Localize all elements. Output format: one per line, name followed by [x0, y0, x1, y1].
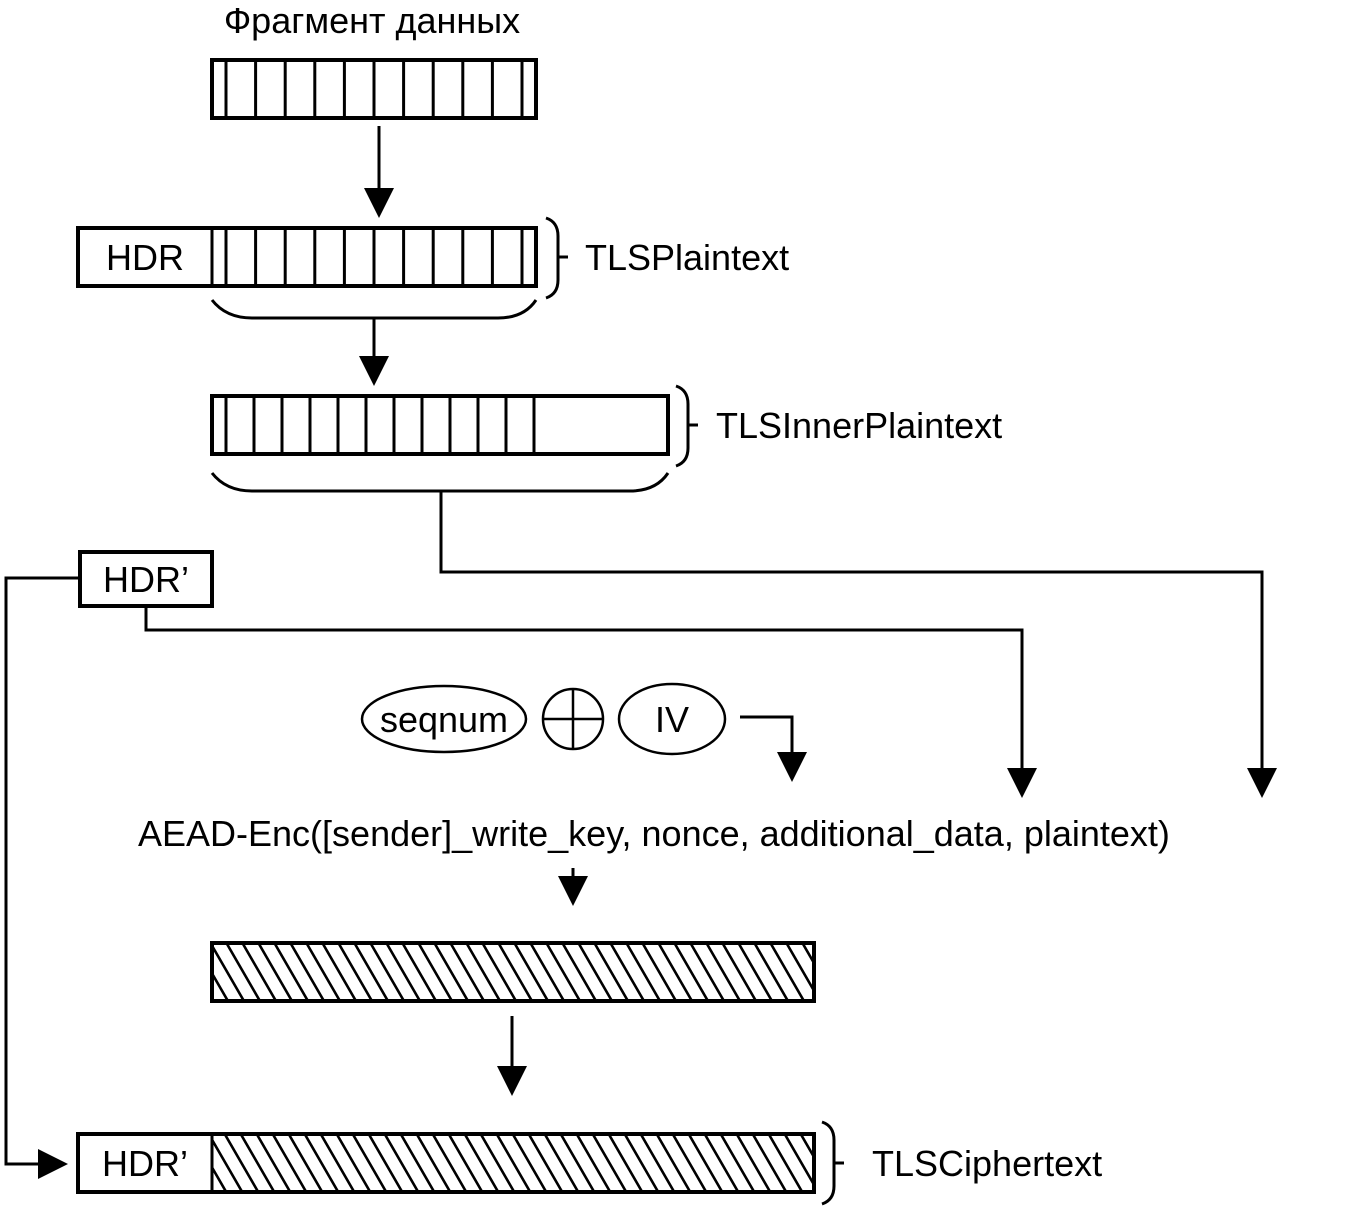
arrow-hdr-prime-to-ciphertext: [4, 576, 80, 1179]
hdr-prime-bottom-label: HDR’: [102, 1143, 188, 1184]
tls-inner-plaintext-label: TLSInnerPlaintext: [716, 405, 1002, 446]
arrow-to-nonce: [740, 715, 807, 782]
tls-plaintext-block: HDR: [76, 226, 538, 288]
xor-icon: [541, 687, 605, 751]
data-fragment-title: Фрагмент данных: [224, 0, 520, 41]
hdr-label: HDR: [106, 237, 184, 278]
tls-inner-plaintext-block: [210, 394, 670, 456]
tls-plaintext-label: TLSPlaintext: [585, 237, 789, 278]
iv-label: IV: [655, 699, 689, 740]
aead-enc-expression: AEAD-Enc([sender]_write_key, nonce, addi…: [138, 813, 1170, 854]
tls-ciphertext-block: HDR’: [76, 1132, 816, 1194]
ciphertext-brace: [821, 1120, 844, 1206]
plaintext-brace: [545, 216, 568, 300]
fragment-underbrace: [210, 299, 538, 320]
arrow-to-plaintext-param: [439, 491, 1277, 798]
hdr-prime-top-label: HDR’: [103, 559, 189, 600]
encrypted-block: [210, 941, 816, 1003]
data-fragment-block: [210, 58, 538, 120]
seqnum-node: seqnum: [360, 684, 528, 754]
arrow-to-additional-data: [144, 606, 1037, 798]
tls-ciphertext-label: TLSCiphertext: [872, 1143, 1102, 1184]
hdr-prime-top-block: HDR’: [78, 550, 214, 608]
iv-node: IV: [617, 682, 727, 756]
inner-underbrace: [210, 472, 670, 493]
inner-plaintext-brace: [675, 384, 698, 468]
seqnum-label: seqnum: [380, 699, 508, 740]
